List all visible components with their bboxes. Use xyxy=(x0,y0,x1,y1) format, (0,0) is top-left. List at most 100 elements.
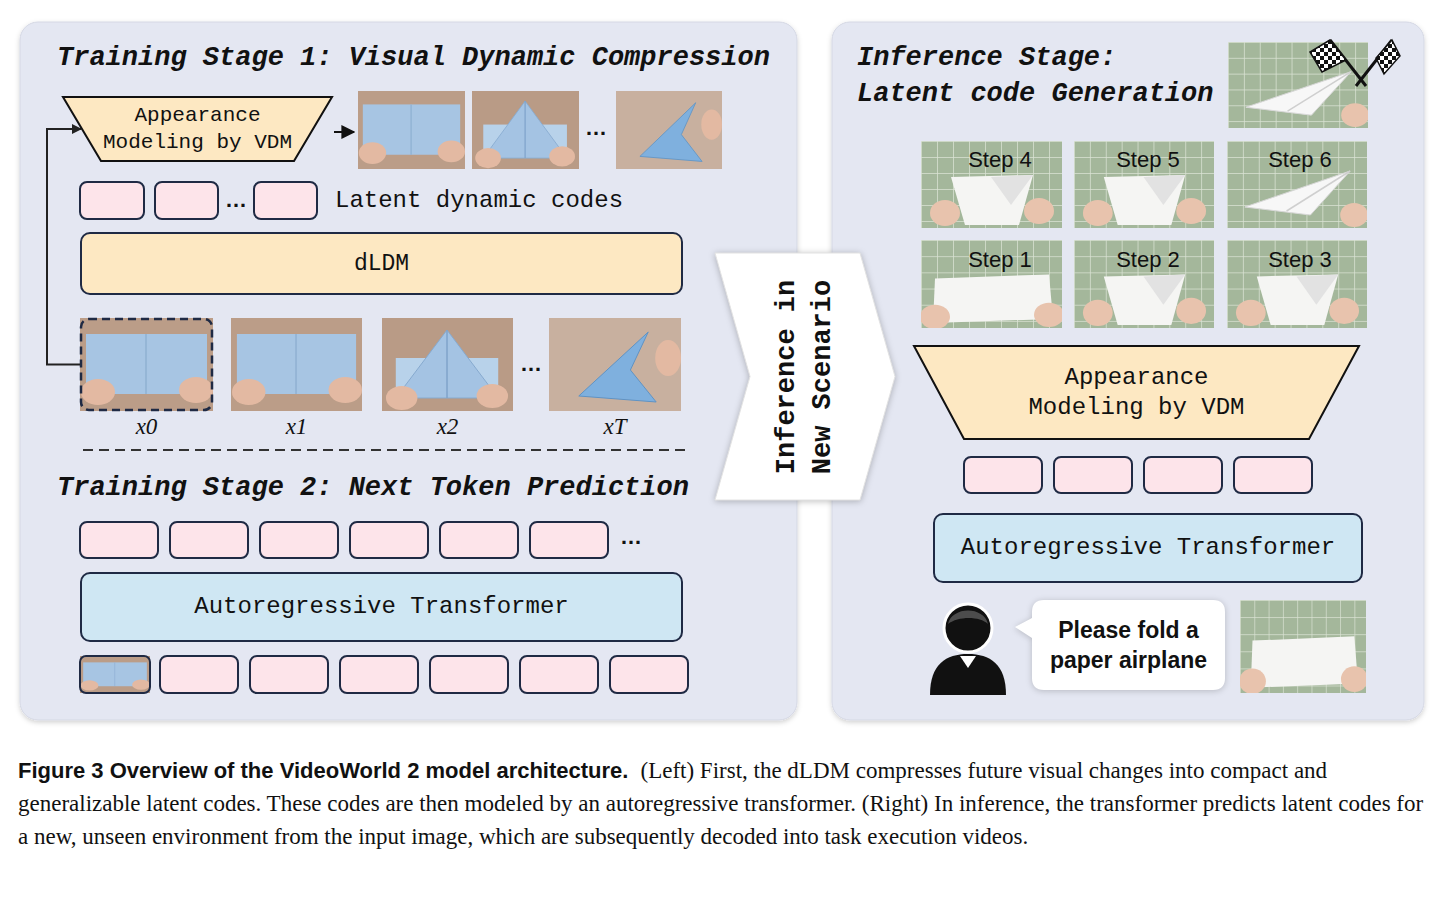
frame-label: x2 xyxy=(437,414,459,440)
node-label: Appearance Modeling by VDM xyxy=(1022,363,1252,423)
user-icon xyxy=(930,604,1006,695)
ellipsis: … xyxy=(585,115,607,141)
chevron-shape xyxy=(715,253,895,500)
node-label: Inference in New Scenario xyxy=(769,277,841,477)
model-block: dLDM xyxy=(80,232,683,295)
node-label: Appearance Modeling by VDM xyxy=(98,102,298,156)
transition-chevron: Inference in New Scenario xyxy=(715,253,895,500)
bubble-shape xyxy=(1015,600,1225,690)
step-photo xyxy=(921,141,1062,228)
video-frame-photo xyxy=(549,318,681,411)
latent-code xyxy=(430,656,508,693)
latent-code xyxy=(520,656,598,693)
step-label: Step 5 xyxy=(1116,147,1180,173)
speech-bubble-outline xyxy=(1032,600,1225,690)
stage-panel: Inference Stage: Latent code GenerationA… xyxy=(832,22,1424,720)
label-holder: Step 2 xyxy=(1116,247,1180,273)
latent-code xyxy=(254,182,317,219)
thumbnail-border xyxy=(80,656,150,693)
dashed-frame-border xyxy=(81,319,212,410)
step-photo xyxy=(1227,141,1368,228)
latent-code xyxy=(340,656,418,693)
trapezoid-shape xyxy=(914,346,1359,439)
goal-photo xyxy=(1228,42,1369,128)
node-label: Autoregressive Transformer xyxy=(194,593,568,621)
latent-codes xyxy=(80,522,688,693)
video-frame-photo xyxy=(231,318,362,411)
latent-code xyxy=(440,522,518,558)
label-holder: Latent dynamic codes xyxy=(335,187,623,216)
transition-chevron-outline xyxy=(715,253,895,500)
vdm-trapezoid-outline xyxy=(913,345,1360,440)
video-frame-photo xyxy=(616,91,722,169)
node-label: Autoregressive Transformer xyxy=(961,534,1335,562)
vdm-trapezoid: Appearance Modeling by VDM xyxy=(62,96,333,162)
user-body xyxy=(930,654,1006,695)
video-frame: xT xyxy=(549,318,681,440)
label-holder: … xyxy=(225,187,247,213)
latent-code xyxy=(964,457,1042,493)
latent-code xyxy=(1054,457,1132,493)
frame-label: xT xyxy=(604,414,627,440)
input-thumbnail xyxy=(80,656,150,693)
step-label: Step 4 xyxy=(968,147,1032,173)
node-label: Please fold a paper airplane xyxy=(1041,615,1216,675)
video-frame-photo xyxy=(382,318,513,411)
latent-code xyxy=(170,522,248,558)
step-label: Step 3 xyxy=(1268,247,1332,273)
model-block: Autoregressive Transformer xyxy=(80,572,683,642)
frame-label: x0 xyxy=(136,414,158,440)
stage-heading: Training Stage 2: Next Token Prediction xyxy=(57,472,797,504)
video-frame: x0 xyxy=(80,318,213,440)
step-label: Step 2 xyxy=(1116,247,1180,273)
finish-flags xyxy=(1310,40,1400,86)
latent-code xyxy=(530,522,608,558)
user-collar xyxy=(960,656,976,668)
stage-separator xyxy=(83,449,685,451)
step-label: Step 6 xyxy=(1268,147,1332,173)
checkered-flag xyxy=(1376,40,1400,74)
step-photo xyxy=(1074,141,1214,228)
speech-bubble: Please fold a paper airplane xyxy=(1032,600,1225,690)
latent-code xyxy=(80,522,158,558)
label-holder: … xyxy=(585,115,607,141)
stage-heading: Training Stage 1: Visual Dynamic Compres… xyxy=(57,42,797,74)
ellipsis: … xyxy=(520,351,542,377)
panel-ground xyxy=(20,22,797,720)
label-holder: … xyxy=(620,524,642,550)
label-holder: Step 5 xyxy=(1116,147,1180,173)
step-photo xyxy=(920,240,1064,329)
step-label: Step 1 xyxy=(968,247,1032,273)
vdm-trapezoid: Appearance Modeling by VDM xyxy=(913,345,1360,440)
panel-ground xyxy=(832,22,1424,720)
step-photo xyxy=(1227,240,1367,328)
video-frame: x1 xyxy=(231,318,362,440)
caption-block: Figure 3 Overview of the VideoWorld 2 mo… xyxy=(18,754,1432,853)
label-holder: Step 6 xyxy=(1268,147,1332,173)
output-arrow xyxy=(334,131,354,133)
checkered-flag xyxy=(1310,40,1346,72)
label-holder: Step 1 xyxy=(968,247,1032,273)
latent-code xyxy=(160,656,238,693)
ellipsis: … xyxy=(225,187,247,213)
latent-code xyxy=(1144,457,1222,493)
connector-arrow xyxy=(47,129,81,365)
video-frame-photo xyxy=(472,91,579,169)
video-frame: x2 xyxy=(382,318,513,440)
video-frame-photo xyxy=(358,91,465,169)
latent-code xyxy=(250,656,328,693)
latent-code xyxy=(1234,457,1312,493)
frame-label: x1 xyxy=(286,414,308,440)
figure-title: Figure 3 Overview of the VideoWorld 2 mo… xyxy=(18,758,628,783)
stage-panel: Training Stage 1: Visual Dynamic Compres… xyxy=(20,22,797,720)
latent-codes xyxy=(964,457,1312,493)
label-holder: … xyxy=(520,351,542,377)
latent-code xyxy=(260,522,338,558)
label-holder: Step 3 xyxy=(1268,247,1332,273)
trapezoid-shape xyxy=(63,97,332,161)
latent-code xyxy=(155,182,218,219)
user-hair xyxy=(948,611,988,625)
latent-code xyxy=(610,656,688,693)
latent-code xyxy=(350,522,428,558)
stage-heading: Inference Stage: Latent code Generation xyxy=(857,40,1221,112)
